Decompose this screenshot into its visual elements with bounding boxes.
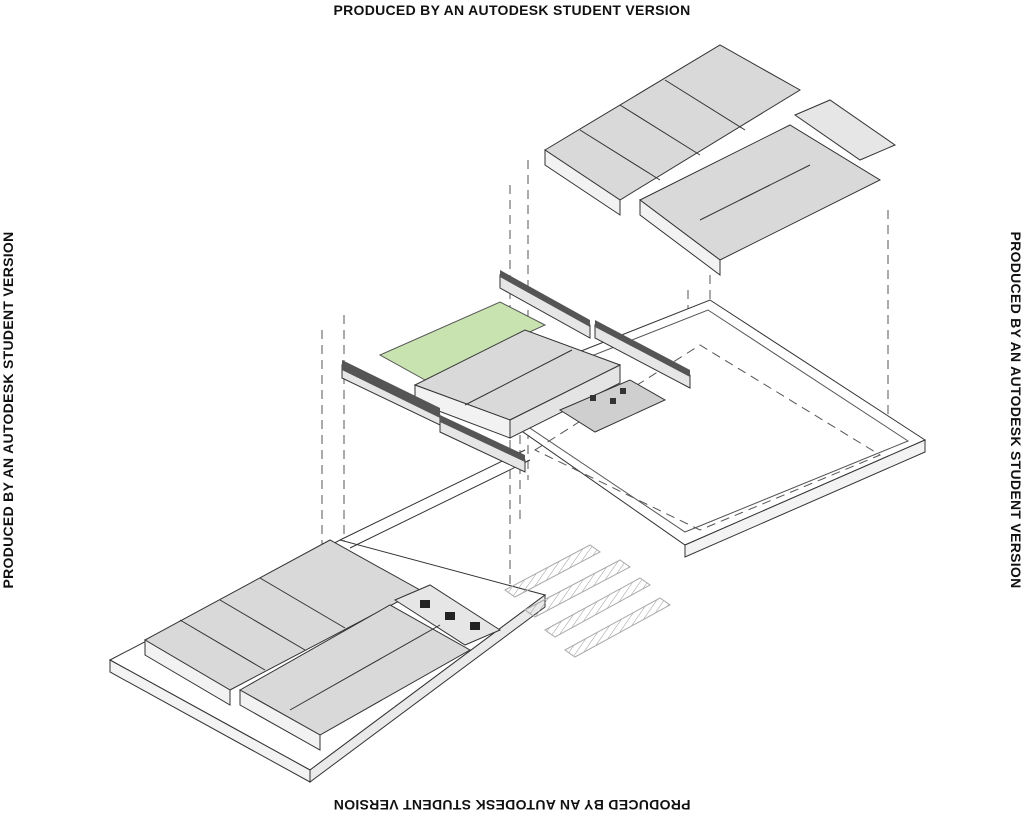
central-level — [341, 270, 691, 473]
building-cluster-top — [544, 44, 897, 276]
parking-stripes — [504, 544, 671, 658]
watermark-top: PRODUCED BY AN AUTODESK STUDENT VERSION — [333, 2, 691, 18]
building-cluster-bottom — [143, 539, 502, 751]
